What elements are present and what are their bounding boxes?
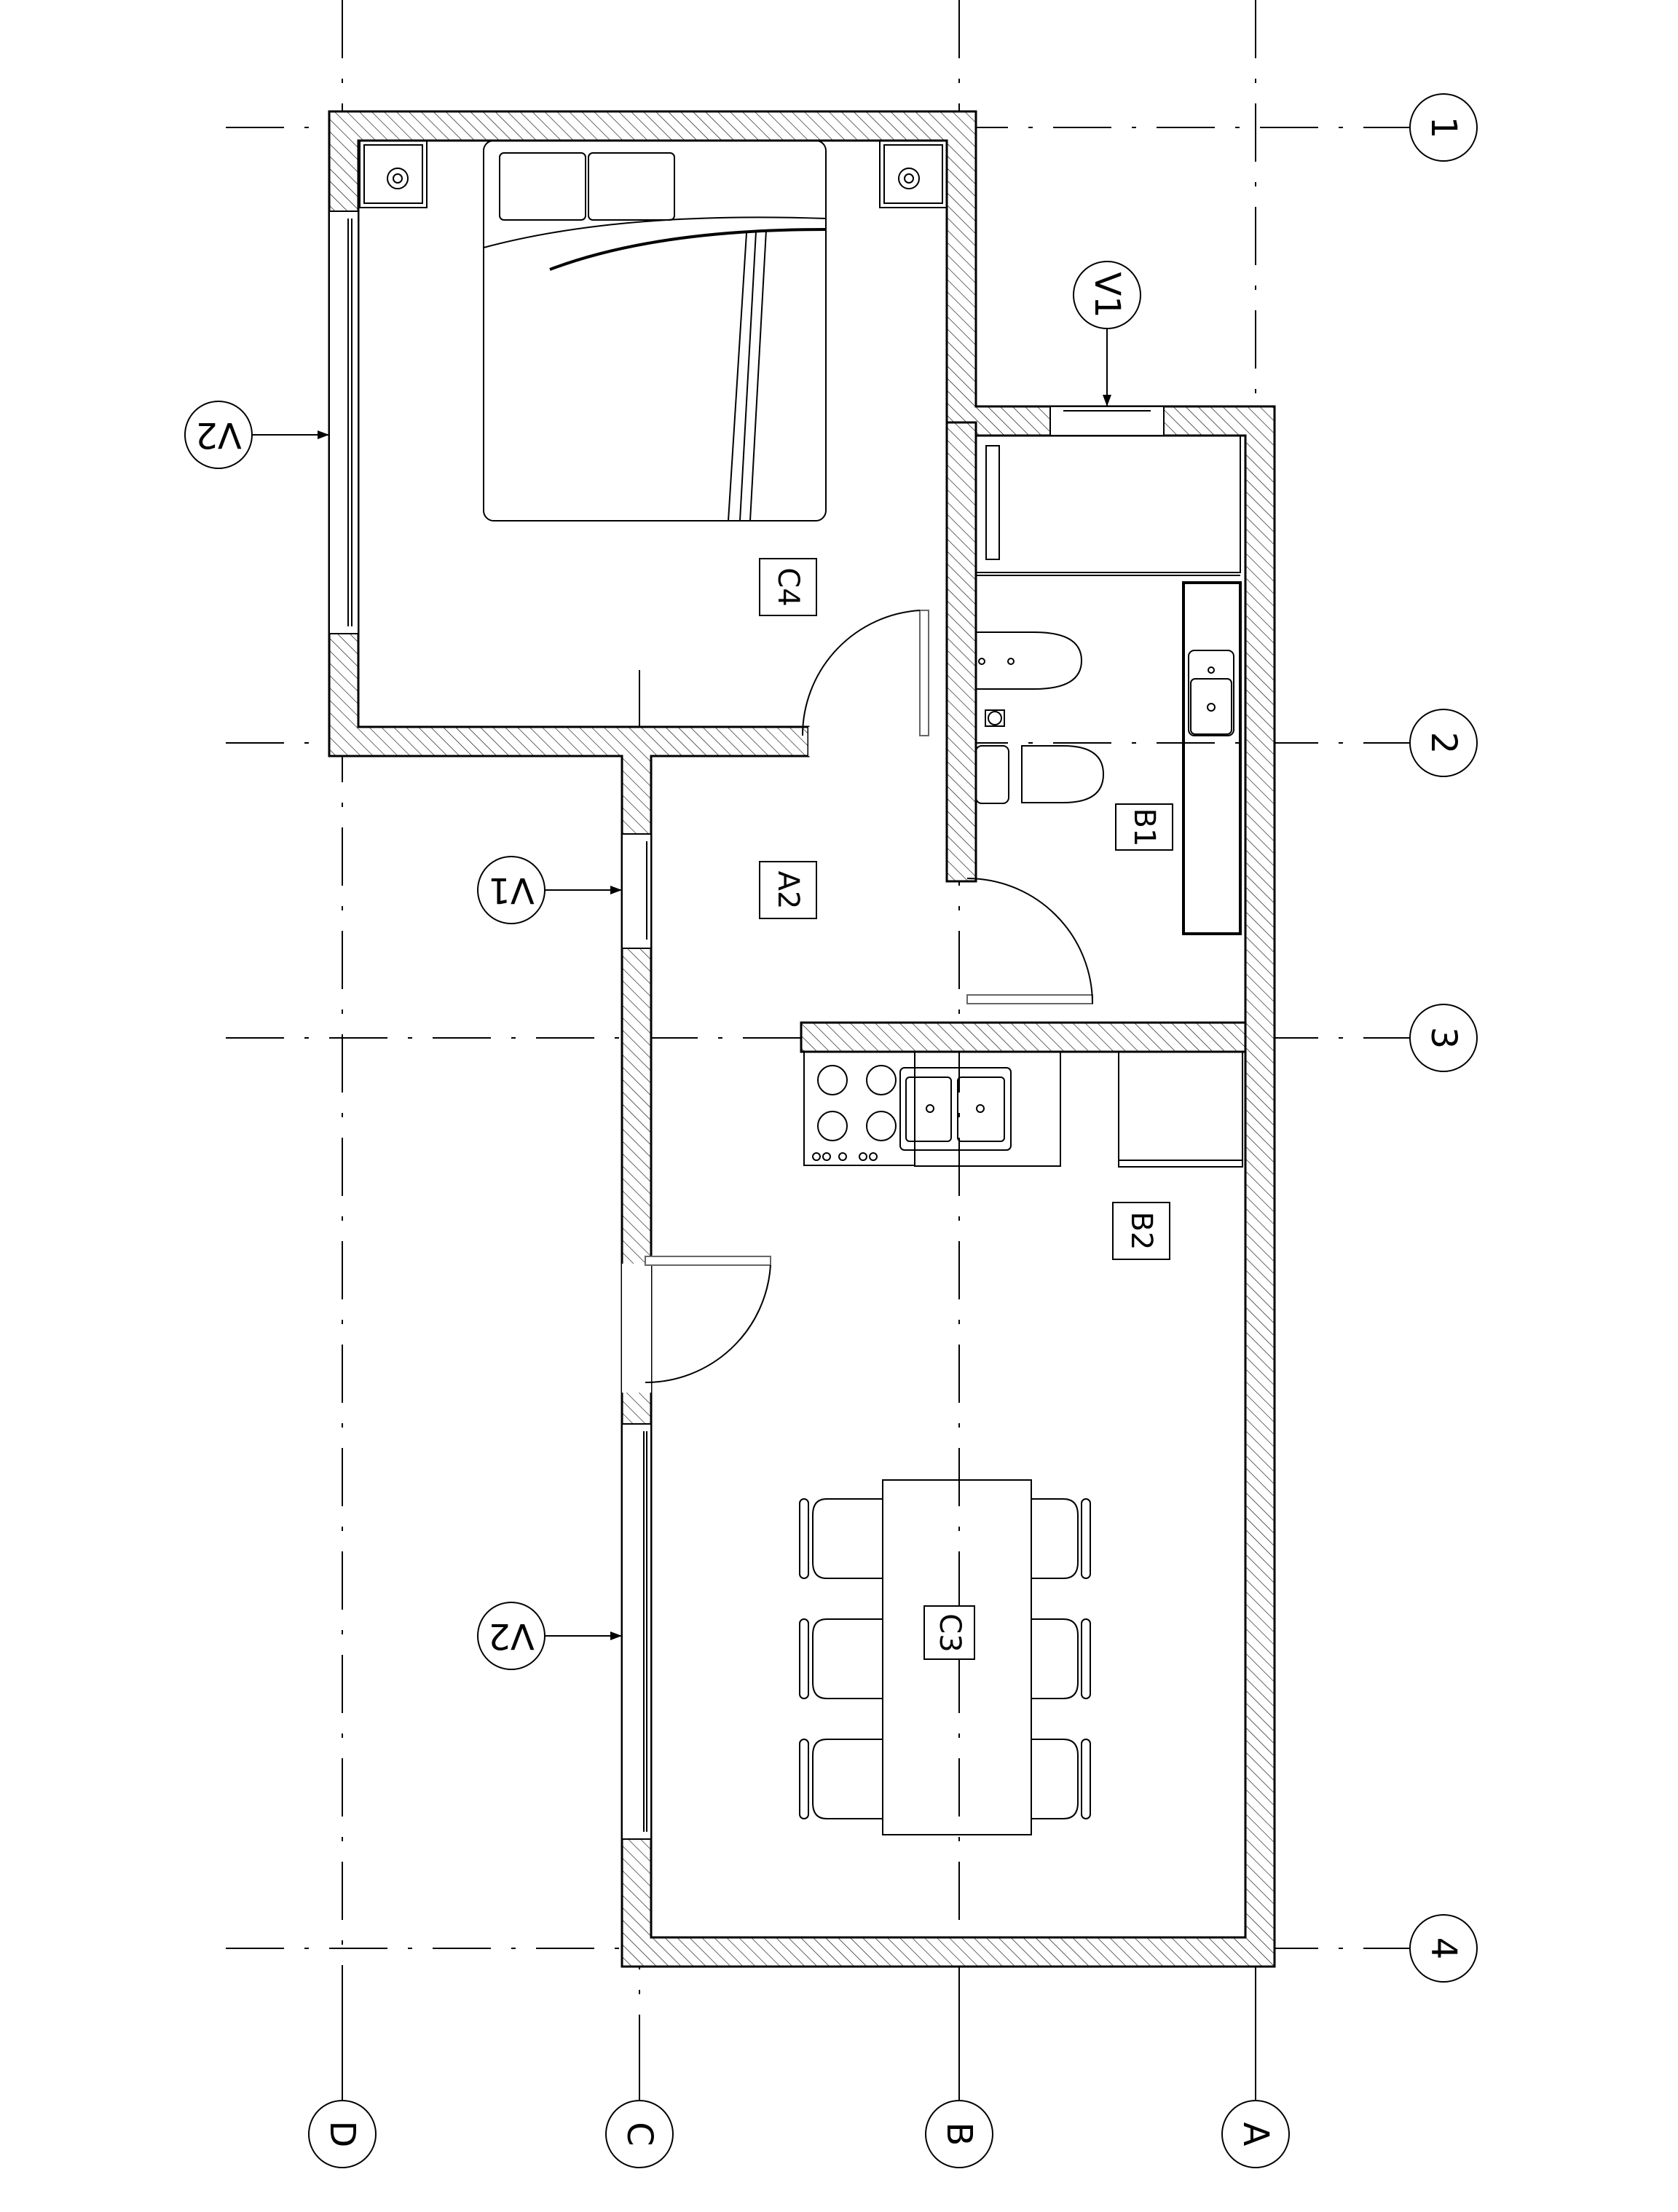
floor-drain xyxy=(985,709,1005,727)
kitchen-counter xyxy=(914,1051,1061,1167)
window-tag-v1-hallway: V1 xyxy=(477,856,622,924)
door-bedroom xyxy=(801,610,932,756)
grid-bubble-2: 2 xyxy=(1409,709,1478,777)
room-label-c3: C3 xyxy=(923,1605,975,1660)
window-hallway-west xyxy=(621,833,652,949)
svg-text:A2: A2 xyxy=(771,871,805,910)
window-dining-west xyxy=(621,1423,652,1840)
vanity xyxy=(1182,581,1242,935)
bed xyxy=(483,140,827,521)
svg-text:3: 3 xyxy=(1423,1027,1464,1050)
svg-text:V2: V2 xyxy=(195,414,241,455)
svg-text:B2: B2 xyxy=(1124,1212,1158,1251)
svg-text:V1: V1 xyxy=(1087,272,1127,318)
toilet xyxy=(975,745,1105,804)
grid-bubble-a: A xyxy=(1221,2022,1290,2168)
svg-text:C3: C3 xyxy=(933,1613,966,1652)
window-tag-v2-dining: V2 xyxy=(477,1602,622,1670)
svg-text:1: 1 xyxy=(1423,117,1464,139)
bidet xyxy=(975,631,1083,690)
nightstand-left xyxy=(359,140,428,208)
window-bedroom-west xyxy=(328,210,359,634)
nightstand-right xyxy=(879,140,948,208)
svg-text:2: 2 xyxy=(1423,732,1464,755)
window-tag-v1-bathroom: V1 xyxy=(1073,261,1141,406)
room-label-b2: B2 xyxy=(1112,1202,1170,1260)
grid-bubble-d: D xyxy=(308,2022,377,2168)
svg-text:D: D xyxy=(322,2121,363,2148)
room-label-a2: A2 xyxy=(759,861,817,919)
dining-chairs xyxy=(799,1498,1091,1819)
svg-text:C4: C4 xyxy=(771,567,805,606)
grid-bubble-4: 4 xyxy=(1409,1914,1478,1983)
grid-bubble-1: 1 xyxy=(1409,93,1478,162)
bathroom-storage xyxy=(975,435,1241,576)
svg-text:B1: B1 xyxy=(1127,808,1161,847)
door-bathroom xyxy=(966,878,1093,1004)
svg-text:C: C xyxy=(619,2122,660,2146)
window-tag-v2-bedroom: V2 xyxy=(184,401,329,469)
door-entrance xyxy=(622,1256,771,1393)
dining-table xyxy=(882,1479,1032,1835)
grid-bubble-c: C xyxy=(605,2017,674,2168)
svg-text:B: B xyxy=(939,2122,980,2146)
refrigerator-cabinet xyxy=(1118,1051,1243,1168)
svg-text:V1: V1 xyxy=(488,870,534,910)
svg-text:4: 4 xyxy=(1423,1937,1464,1960)
walls xyxy=(328,110,1276,1968)
svg-text:A: A xyxy=(1235,2122,1276,2146)
room-label-b1: B1 xyxy=(1115,803,1173,851)
svg-text:V2: V2 xyxy=(488,1615,534,1656)
grid-bubble-3: 3 xyxy=(1409,1004,1478,1072)
kitchen-sink xyxy=(899,1067,1012,1151)
cooktop xyxy=(803,1051,915,1166)
window-bathroom-north xyxy=(1049,406,1165,436)
room-label-c4: C4 xyxy=(759,558,817,616)
grid-bubble-b: B xyxy=(925,2022,993,2168)
